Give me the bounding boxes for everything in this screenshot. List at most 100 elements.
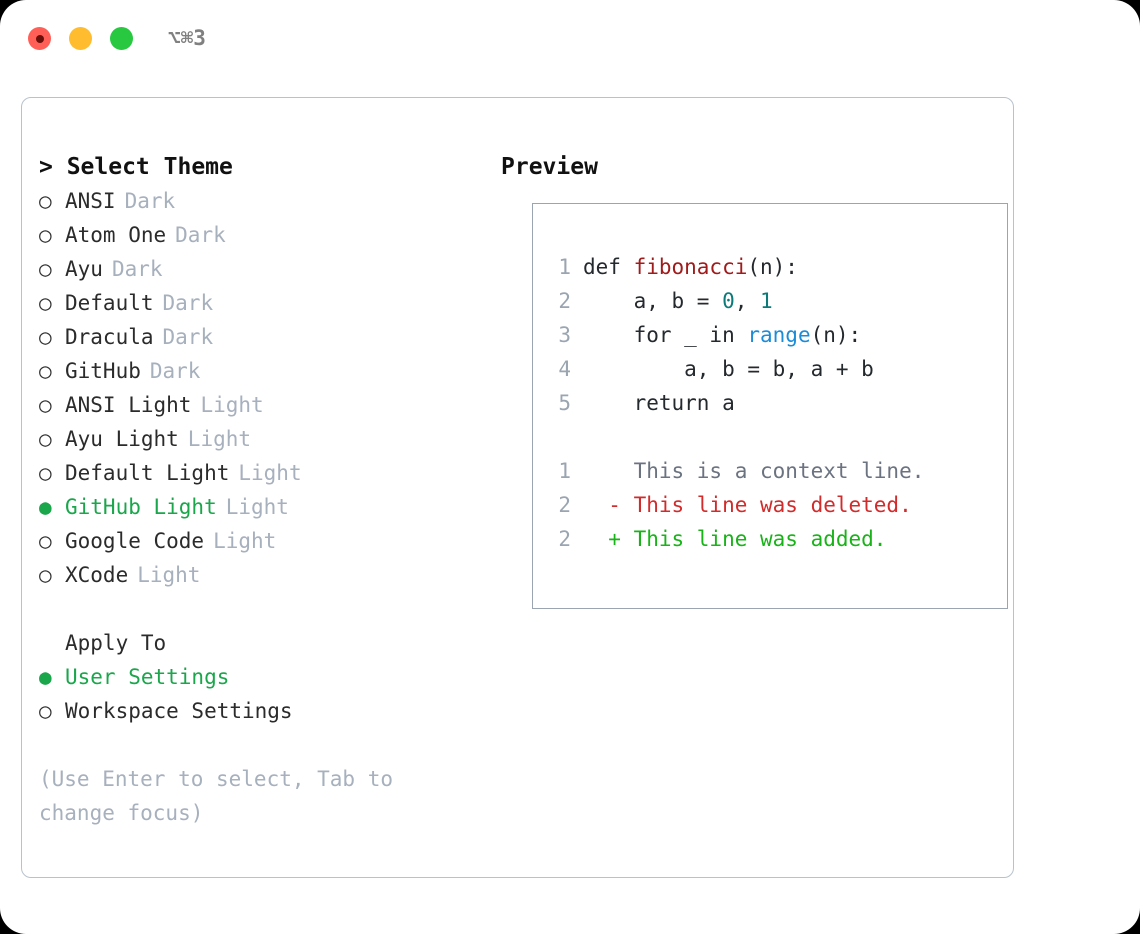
theme-item-variant: Dark bbox=[149, 359, 201, 383]
code-line: 1 def fibonacci(n): bbox=[545, 250, 874, 284]
apply-to-option-label: User Settings bbox=[65, 665, 230, 689]
theme-item-variant: Dark bbox=[175, 223, 226, 247]
theme-item-variant: Light bbox=[200, 393, 264, 417]
diff-line-number: 2 bbox=[558, 493, 571, 517]
minimize-button[interactable] bbox=[69, 27, 92, 50]
apply-to-list[interactable]: ● User Settings ○ Workspace Settings bbox=[39, 660, 489, 728]
radio-unselected-icon[interactable]: ○ bbox=[39, 325, 52, 349]
radio-unselected-icon[interactable]: ○ bbox=[39, 563, 52, 587]
code-line-content: for _ in range(n): bbox=[583, 318, 862, 352]
code-token-plain: a, b = bbox=[583, 289, 723, 313]
theme-item-variant: Dark bbox=[111, 257, 163, 281]
diff-line: 2 + This line was added. bbox=[545, 522, 924, 556]
code-line: 5 return a bbox=[545, 386, 874, 420]
code-line-number: 3 bbox=[558, 323, 571, 347]
theme-item-variant: Dark bbox=[162, 291, 214, 315]
theme-item[interactable]: ○ Default Light Light bbox=[39, 456, 489, 490]
diff-line: 1 This is a context line. bbox=[545, 454, 924, 488]
radio-unselected-icon[interactable]: ○ bbox=[39, 699, 52, 723]
code-token-plain: return a bbox=[583, 391, 735, 415]
code-token-plain: , bbox=[734, 289, 761, 313]
close-button[interactable] bbox=[28, 27, 51, 50]
title-bar: ⌥⌘3 bbox=[0, 0, 1140, 78]
code-line-content: return a bbox=[583, 386, 735, 420]
code-line: 4 a, b = b, a + b bbox=[545, 352, 874, 386]
theme-item-label: Atom One bbox=[65, 223, 167, 247]
theme-item[interactable]: ○ Google Code Light bbox=[39, 524, 489, 558]
theme-item-variant: Light bbox=[137, 563, 201, 587]
theme-item-label: ANSI bbox=[65, 189, 116, 213]
apply-to-option-label: Workspace Settings bbox=[65, 699, 293, 723]
theme-item-variant: Light bbox=[238, 461, 302, 485]
theme-item[interactable]: ○ ANSI Light Light bbox=[39, 388, 489, 422]
theme-item[interactable]: ○ GitHub Dark bbox=[39, 354, 489, 388]
radio-unselected-icon[interactable]: ○ bbox=[39, 223, 52, 247]
theme-item-variant: Light bbox=[213, 529, 277, 553]
theme-item-label: ANSI Light bbox=[65, 393, 192, 417]
diff-line-number: 1 bbox=[558, 459, 571, 483]
apply-to-header-indent bbox=[39, 626, 65, 660]
radio-selected-icon[interactable]: ● bbox=[39, 495, 52, 519]
code-token-plain: for _ in bbox=[583, 323, 748, 347]
code-token-call: range bbox=[747, 323, 811, 347]
radio-unselected-icon[interactable]: ○ bbox=[39, 189, 52, 213]
radio-unselected-icon[interactable]: ○ bbox=[39, 427, 52, 451]
code-token-num: 0 bbox=[722, 289, 735, 313]
radio-unselected-icon[interactable]: ○ bbox=[39, 393, 52, 417]
diff-line-content: + This line was added. bbox=[583, 527, 887, 551]
code-line-content: a, b = 0, 1 bbox=[583, 284, 773, 318]
theme-item-label: XCode bbox=[65, 563, 129, 587]
diff-line-number: 2 bbox=[558, 527, 571, 551]
diff-line-content: - This line was deleted. bbox=[583, 493, 912, 517]
radio-unselected-icon[interactable]: ○ bbox=[39, 257, 52, 281]
code-line-number: 5 bbox=[558, 391, 571, 415]
theme-item-label: Google Code bbox=[65, 529, 205, 553]
diff-line-content: This is a context line. bbox=[583, 459, 925, 483]
code-line-number: 1 bbox=[558, 255, 571, 279]
radio-unselected-icon[interactable]: ○ bbox=[39, 461, 52, 485]
theme-item-label: GitHub Light bbox=[65, 495, 217, 519]
code-line-content: a, b = b, a + b bbox=[583, 352, 874, 386]
theme-item-variant: Light bbox=[225, 495, 289, 519]
radio-unselected-icon[interactable]: ○ bbox=[39, 291, 52, 315]
radio-unselected-icon[interactable]: ○ bbox=[39, 359, 52, 383]
keyboard-hint-text: (Use Enter to select, Tab to change focu… bbox=[39, 767, 394, 825]
theme-item[interactable]: ○ ANSI Dark bbox=[39, 184, 489, 218]
theme-item-label: Default Light bbox=[65, 461, 230, 485]
code-line: 2 a, b = 0, 1 bbox=[545, 284, 874, 318]
code-token-plain: a, b = b, a + b bbox=[583, 357, 874, 381]
code-line-content: def fibonacci(n): bbox=[583, 250, 798, 284]
list-spacer bbox=[39, 592, 489, 626]
apply-to-option[interactable]: ○ Workspace Settings bbox=[39, 694, 489, 728]
preview-header: Preview bbox=[501, 154, 598, 180]
maximize-button[interactable] bbox=[110, 27, 133, 50]
theme-item-label: GitHub bbox=[65, 359, 141, 383]
theme-item-variant: Light bbox=[187, 427, 252, 451]
apply-to-header-row: Apply To bbox=[39, 626, 489, 660]
apply-to-option[interactable]: ● User Settings bbox=[39, 660, 489, 694]
apply-to-header: Apply To bbox=[65, 631, 167, 655]
radio-unselected-icon[interactable]: ○ bbox=[39, 529, 52, 553]
theme-item[interactable]: ○ XCode Light bbox=[39, 558, 489, 592]
diff-sample: 1 This is a context line. 2 - This line w… bbox=[545, 454, 924, 556]
theme-item-variant: Dark bbox=[162, 325, 214, 349]
code-line: 3 for _ in range(n): bbox=[545, 318, 874, 352]
theme-item-variant: Dark bbox=[124, 189, 176, 213]
theme-item[interactable]: ○ Ayu Light Light bbox=[39, 422, 489, 456]
theme-item-label: Ayu Light bbox=[65, 427, 179, 451]
theme-item[interactable]: ● GitHub Light Light bbox=[39, 490, 489, 524]
code-token-plain: (n): bbox=[747, 255, 798, 279]
radio-selected-icon[interactable]: ● bbox=[39, 665, 52, 689]
code-line-number: 4 bbox=[558, 357, 571, 381]
theme-item[interactable]: ○ Atom One Dark bbox=[39, 218, 489, 252]
